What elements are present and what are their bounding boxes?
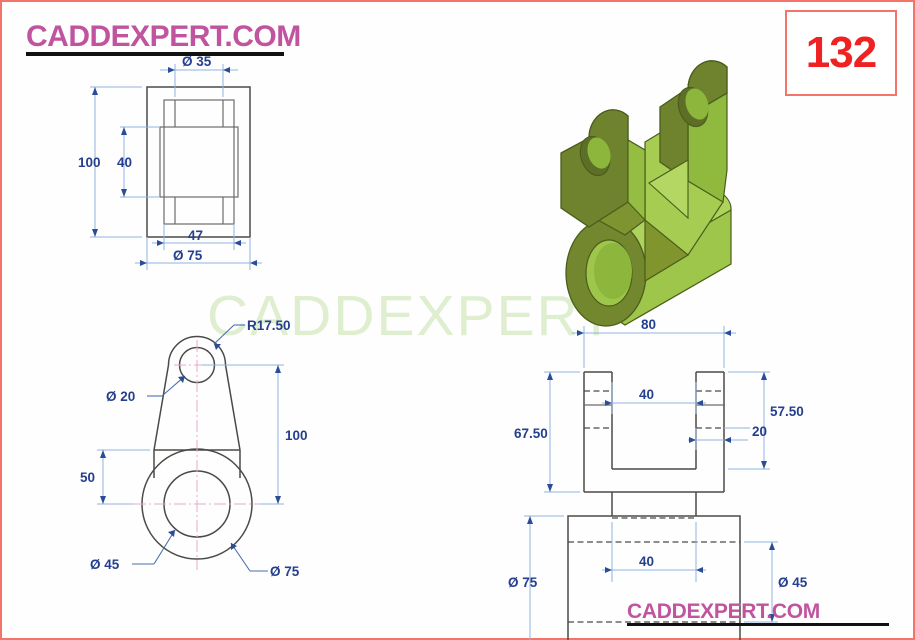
dim-d35: Ø 35 (182, 54, 212, 69)
right-prong-hole-wall (685, 88, 709, 120)
side-view: 80 40 67.50 57.50 (502, 302, 915, 640)
dim-6750: 67.50 (514, 426, 548, 441)
dim-100: 100 (285, 428, 308, 443)
cylinder-bore-inner-wall (594, 243, 632, 299)
dim-100: 100 (78, 155, 101, 170)
dim-d20: Ø 20 (106, 389, 135, 404)
dim-20: 20 (752, 424, 767, 439)
left-prong-hole-wall (587, 137, 611, 169)
dim-d75: Ø 75 (508, 575, 538, 590)
isometric-model (527, 50, 827, 327)
plan-view: R17.50 Ø 20 100 50 Ø 45 (2, 302, 402, 632)
dim-d75: Ø 75 (173, 248, 203, 263)
right-prong-front (659, 60, 728, 183)
top-logo-underline (26, 52, 284, 56)
dim-d45: Ø 45 (778, 575, 808, 590)
dim-d45: Ø 45 (90, 557, 120, 572)
front-view: Ø 35 100 40 47 (2, 2, 342, 302)
dim-r1750: R17.50 (247, 318, 291, 333)
plate-number-box: 132 (785, 10, 897, 96)
plate-number-text: 132 (805, 28, 877, 77)
dim-40-top: 40 (639, 387, 654, 402)
dim-47: 47 (188, 228, 203, 243)
dim-d75: Ø 75 (270, 564, 300, 579)
top-logo-text: CADDEXPERT.COM (26, 20, 301, 53)
bottom-logo-underline (627, 623, 889, 626)
dim-50: 50 (80, 470, 95, 485)
bottom-logo-text: CADDEXPERT.COM (627, 600, 820, 623)
slot-inner-face (648, 159, 689, 220)
left-prong-inner-face (627, 139, 646, 222)
dim-40-bottom: 40 (639, 554, 654, 569)
dim-5750: 57.50 (770, 404, 804, 419)
dim-80: 80 (641, 317, 656, 332)
dim-40: 40 (117, 155, 132, 170)
